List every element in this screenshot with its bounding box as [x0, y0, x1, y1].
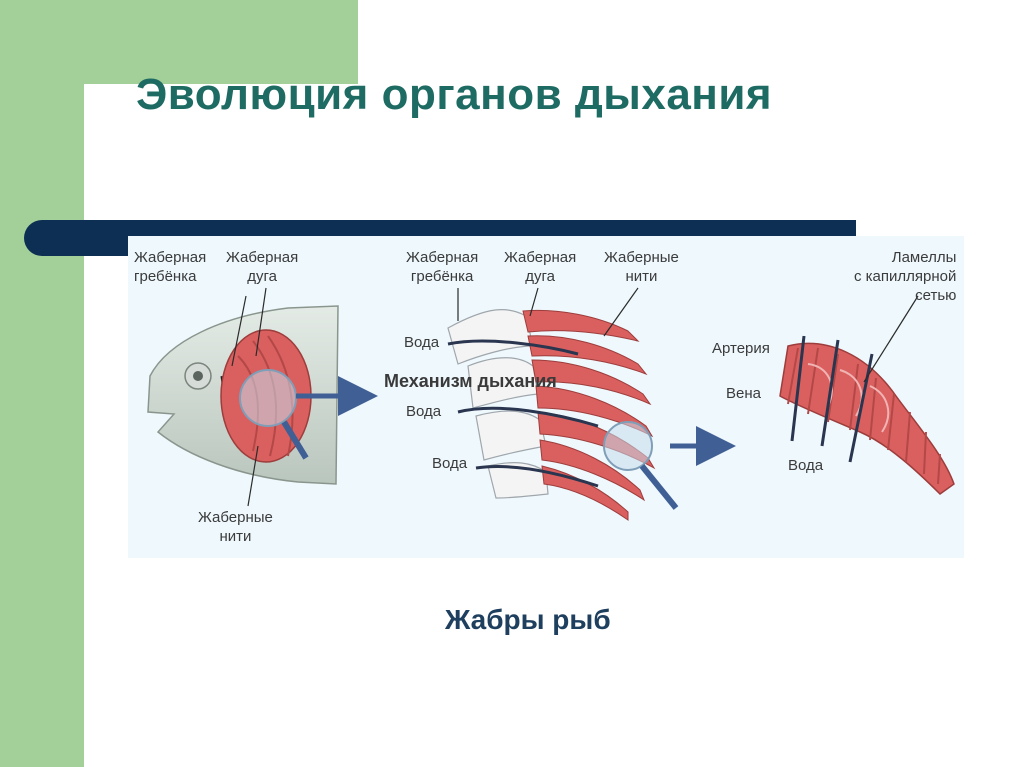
breathing-mechanism-label: Механизм дыхания	[384, 371, 557, 391]
label-vein: Вена	[726, 385, 761, 402]
fish-head-illustration	[147, 305, 339, 485]
label-gill-filaments-1: Жаберные нити	[198, 508, 273, 546]
label-lamellae: Ламеллы с капиллярной сетью	[854, 248, 956, 305]
label-water-2: Вода	[406, 403, 442, 420]
label-line: дуга	[525, 268, 555, 285]
label-water-1: Вода	[404, 334, 440, 351]
label-line: сетью	[915, 287, 957, 304]
label-line: гребёнка	[410, 268, 474, 285]
label-line: с капиллярной	[854, 268, 957, 285]
label-line: Жаберная	[504, 249, 577, 266]
label-line: Жаберная	[406, 249, 479, 266]
label-water-3: Вода	[432, 455, 468, 472]
label-water-panel3: Вода	[788, 457, 824, 474]
white-top-area	[358, 0, 1024, 84]
label-line: Ламеллы	[891, 249, 957, 266]
label-gill-comb-1: Жаберная гребёнка	[134, 248, 206, 286]
green-side-band	[0, 0, 84, 767]
gill-arch-illustration	[447, 308, 679, 521]
gill-illustration	[147, 287, 955, 521]
label-line: Жаберная	[134, 249, 207, 266]
label-gill-comb-2: Жаберная гребёнка	[406, 248, 478, 286]
gill-diagram: Жаберная гребёнка Жаберная дуга Жаберные…	[128, 236, 964, 558]
green-top-band	[84, 0, 358, 84]
label-gill-arch-1: Жаберная дуга	[226, 248, 298, 286]
label-line: гребёнка	[134, 268, 197, 285]
label-line: Жаберные	[198, 509, 273, 526]
label-gill-filaments-2: Жаберные нити	[604, 248, 679, 286]
label-gill-arch-2: Жаберная дуга	[504, 248, 576, 286]
slide-caption: Жабры рыб	[445, 604, 611, 635]
label-line: Жаберная	[226, 249, 299, 266]
gill-filament-illustration	[779, 335, 955, 495]
label-line: Жаберные	[604, 249, 679, 266]
label-line: нити	[219, 528, 252, 545]
slide-title: Эволюция органов дыхания	[136, 70, 773, 119]
label-line: дуга	[247, 268, 277, 285]
label-line: нити	[625, 268, 658, 285]
label-artery: Артерия	[712, 340, 770, 357]
